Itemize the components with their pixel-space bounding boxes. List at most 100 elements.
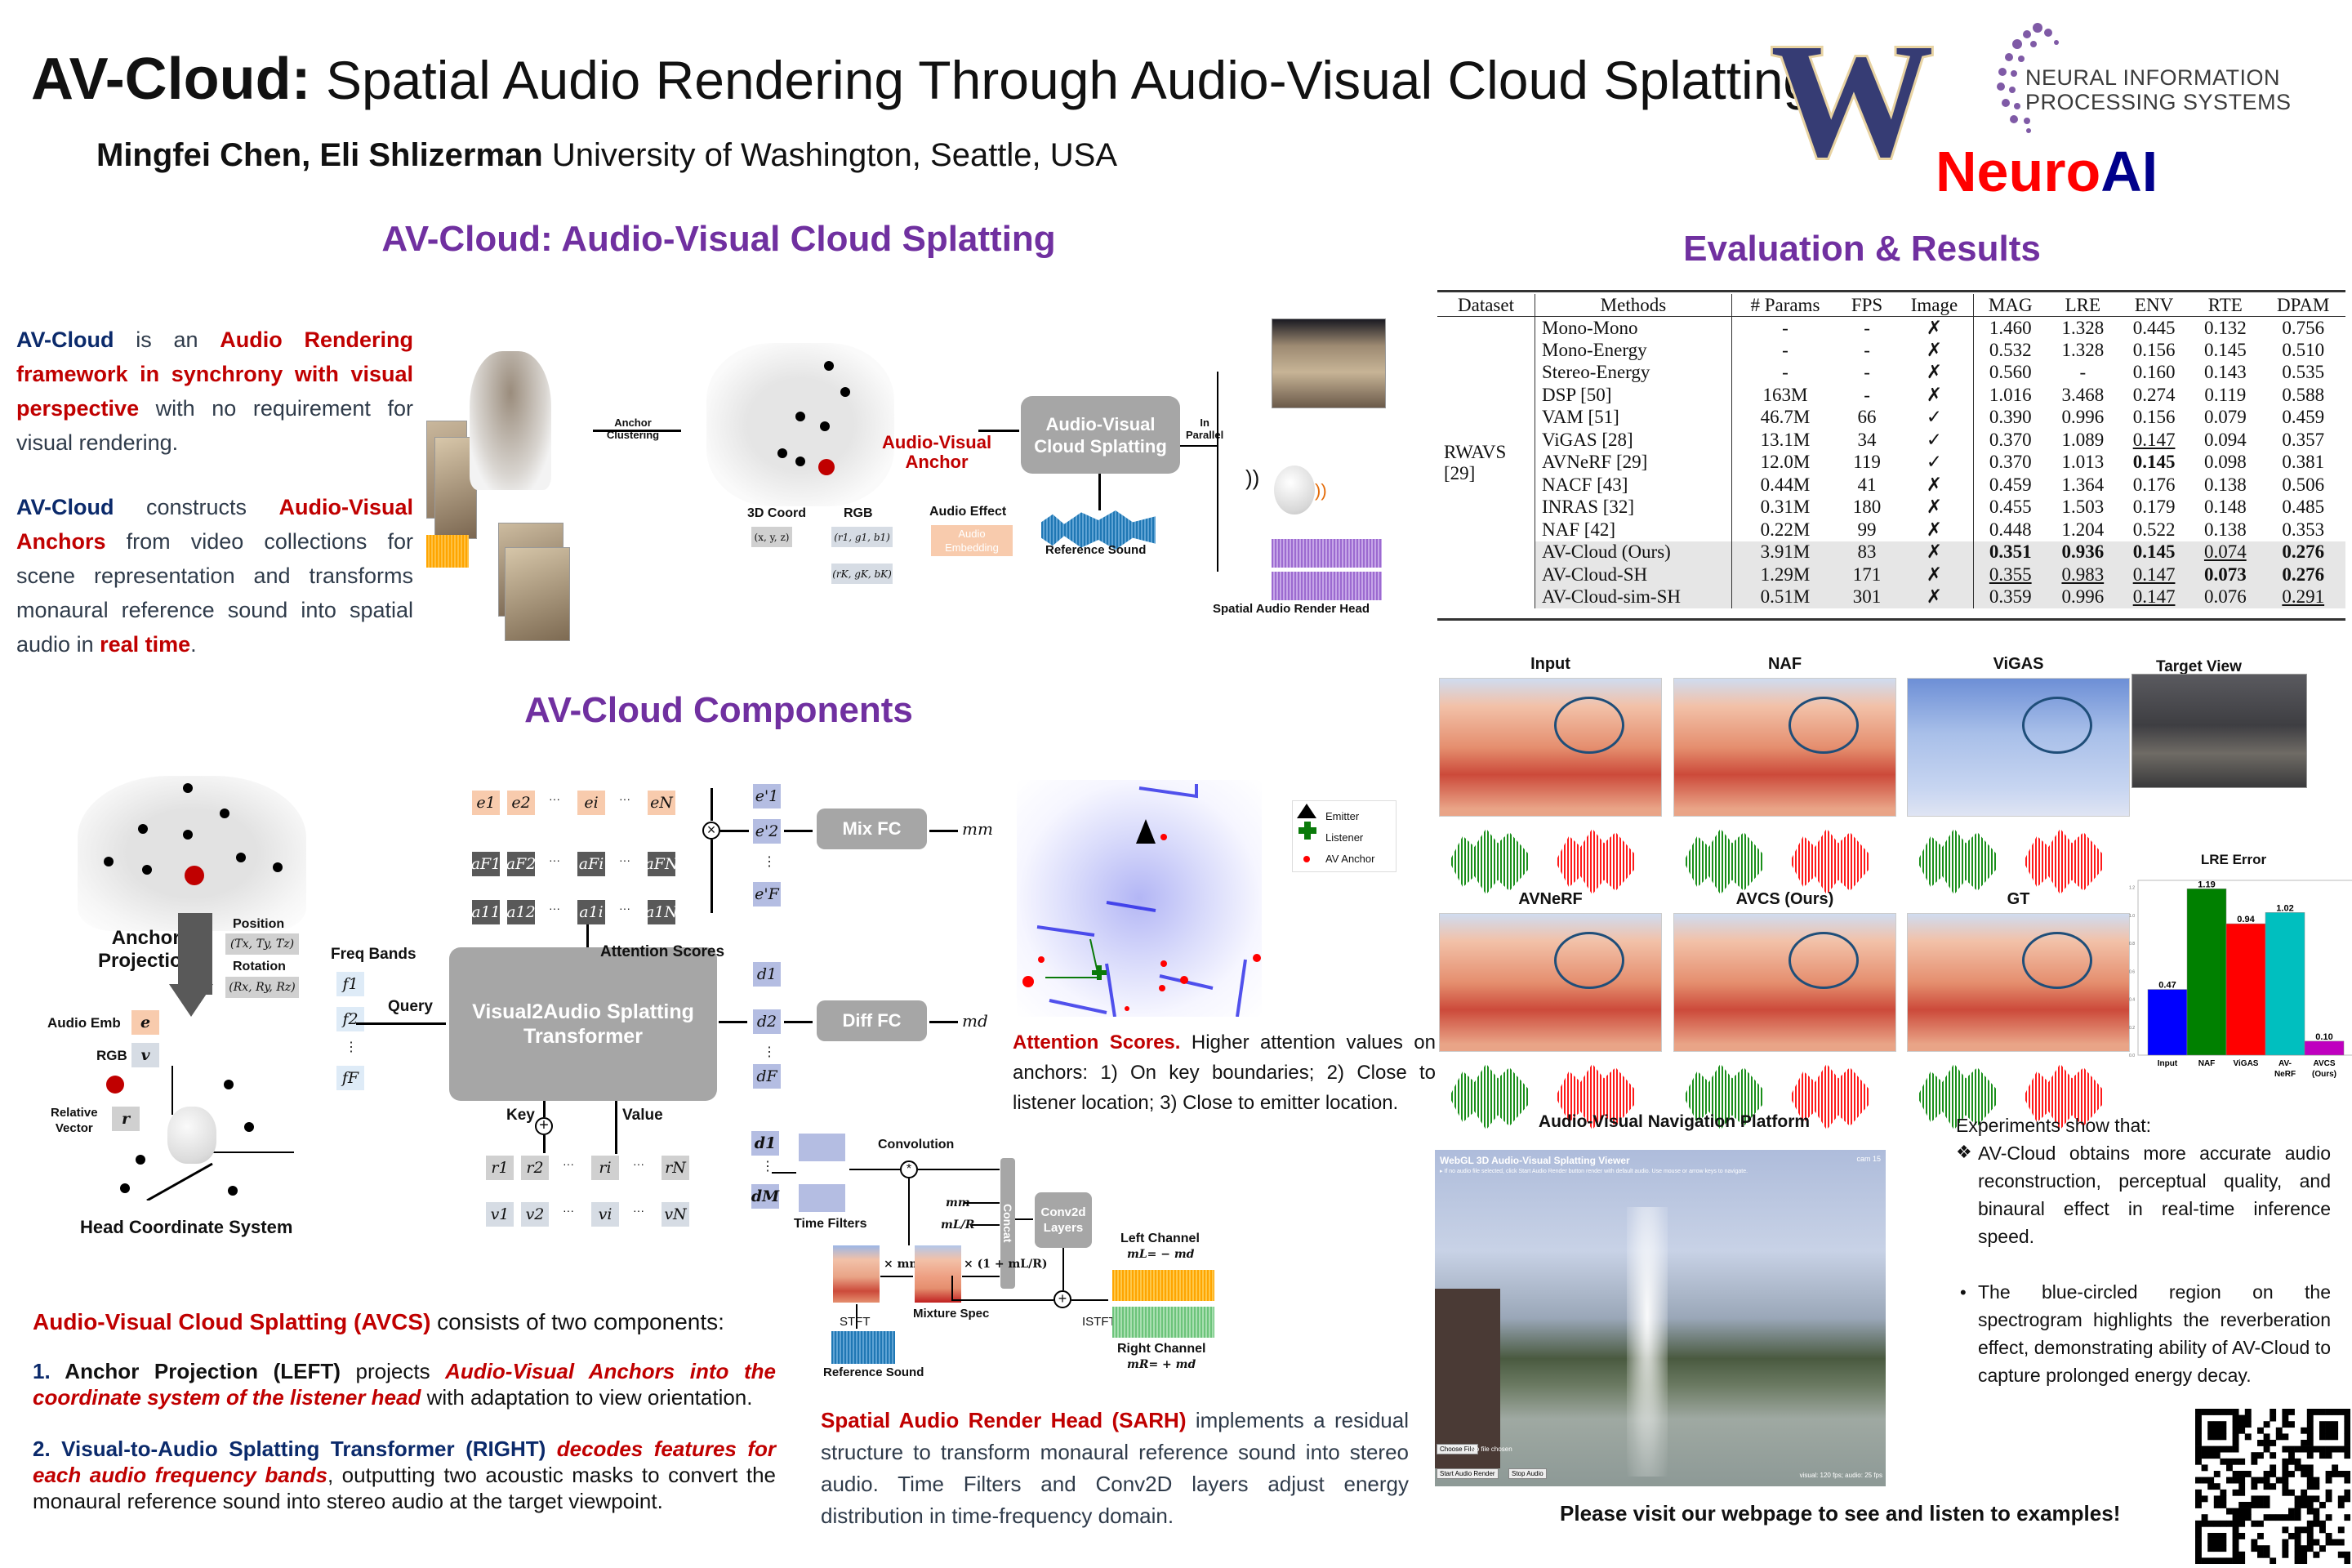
fps-cell: 180 (1852, 497, 1882, 518)
params-cell: 1.29M (1731, 564, 1839, 586)
attention-legend: Emitter Listener AV Anchor (1292, 800, 1396, 872)
env-cell: 0.274 (2132, 384, 2176, 405)
method-cell: INRAS [32] (1535, 496, 1732, 519)
mm-input: mm (946, 1196, 970, 1209)
neurips-dots-icon (1997, 23, 2059, 133)
freq-token: f1 (336, 972, 364, 996)
lre-bar-chart: 0.00.20.40.60.81.01.20.47Input1.19NAF0.9… (2129, 880, 2352, 1079)
dataset-cell: RWAVS [29] (1444, 441, 1507, 483)
time-filter-block (799, 1184, 845, 1212)
residual-arrow (951, 1299, 1054, 1301)
lre-cell: 1.204 (2061, 519, 2105, 540)
token: vi (591, 1202, 619, 1227)
env-cell: 0.160 (2132, 362, 2176, 383)
stop-audio-button[interactable]: Stop Audio (1508, 1468, 1547, 1479)
freq-token: f2 (336, 1007, 364, 1031)
dpam-cell: 0.510 (2282, 339, 2325, 360)
dpam-cell: 0.459 (2282, 407, 2325, 428)
convolution-label: Convolution (878, 1138, 955, 1152)
params-cell: 13.1M (1731, 429, 1839, 452)
webgl-viewer[interactable]: WebGL 3D Audio-Visual Splatting Viewer ▸… (1435, 1150, 1886, 1486)
column-header: RTE (2189, 294, 2261, 317)
navigation-title: Audio-Visual Navigation Platform (1538, 1112, 1811, 1131)
mult-out-arrow (720, 830, 749, 832)
right-channel-waveform (1112, 1307, 1214, 1338)
bar (2186, 889, 2227, 1056)
sound-wave-icon: )) (1315, 480, 1327, 501)
left-waveform (1919, 828, 1997, 895)
attention-caption: Attention Scores. Higher attention value… (1013, 1031, 1436, 1114)
purple-waveform-left (1272, 539, 1382, 568)
audio-emb-token: e (131, 1010, 159, 1035)
fps-cell: 119 (1853, 452, 1881, 473)
legend-emitter: Emitter (1325, 810, 1360, 822)
av-anchor-label: Audio-Visual Anchor (882, 432, 992, 472)
lre-cell: 0.936 (2047, 541, 2118, 564)
x-tick-label: AV- (2278, 1059, 2292, 1068)
method-cell: Mono-Energy (1535, 339, 1732, 362)
bar (2304, 1040, 2345, 1056)
spectrogram-title: NAF (1767, 655, 1802, 673)
dpam-cell: 0.353 (2282, 519, 2325, 540)
bar (2225, 923, 2266, 1056)
dpam-cell: 0.485 (2282, 497, 2325, 518)
rte-cell: 0.143 (2203, 362, 2247, 383)
sarh-d-token: d1 (751, 1131, 779, 1156)
image-cell: ✗ (1895, 541, 1974, 564)
arrow (929, 830, 958, 832)
lre-cell: 0.996 (2061, 407, 2105, 428)
token: eN (648, 791, 675, 815)
freq-token: fF (336, 1066, 364, 1090)
key-arrow (543, 1135, 546, 1153)
column-header: Dataset (1437, 294, 1535, 317)
right-waveform (1557, 1063, 1635, 1130)
bar-value-label: 0.47 (2158, 981, 2176, 991)
token: a11 (471, 900, 501, 924)
y-tick-label: 1.0 (2129, 914, 2135, 919)
anchor-dot (106, 1076, 124, 1094)
right-waveform (1792, 828, 1869, 895)
rgb-token: v (131, 1043, 159, 1067)
token: a12 (506, 900, 536, 924)
rotation-value: (Rx, Ry, Rz) (225, 977, 299, 998)
fps-cell: 99 (1857, 519, 1877, 540)
column-header: LRE (2047, 294, 2118, 317)
token: aF1 (471, 852, 501, 876)
token: a1N (645, 900, 678, 924)
anchor-points (777, 361, 850, 475)
building-left (1435, 1289, 1500, 1468)
column-header: MAG (1972, 294, 2047, 317)
reference-waveform (831, 1331, 895, 1364)
arrow (880, 1276, 913, 1277)
start-audio-render-button[interactable]: Start Audio Render (1437, 1468, 1499, 1479)
image-cell: ✗ (1926, 497, 1943, 518)
method-cell: AVNeRF [29] (1535, 451, 1732, 474)
token-ellipsis: ··· (633, 1157, 644, 1170)
column-header: ENV (2118, 294, 2190, 317)
method-cell: Stereo-Energy (1535, 361, 1732, 384)
arrow (1098, 474, 1101, 510)
fps-cell: - (1864, 384, 1870, 405)
neurips-logo-text: NEURAL INFORMATION PROCESSING SYSTEMS (2025, 65, 2292, 114)
token-ellipsis: ··· (563, 1157, 574, 1170)
reference-sound-label: Reference Sound (1045, 543, 1147, 557)
spectrogram (1439, 678, 1662, 817)
spectrogram (1673, 678, 1896, 817)
left-channel-waveform (1112, 1270, 1214, 1301)
relative-vector-label: Relative Vector (51, 1106, 98, 1135)
purple-waveform-right (1272, 572, 1382, 600)
token: e2 (507, 791, 535, 815)
projection-arrow-shaft (178, 913, 212, 995)
av-cloud-splatting-box: Audio-Visual Cloud Splatting (1021, 396, 1180, 474)
mag-cell: 0.459 (1972, 474, 2047, 497)
params-cell: 163M (1731, 384, 1839, 407)
qr-code-icon[interactable] (2195, 1409, 2350, 1564)
token-ellipsis: ··· (549, 902, 560, 915)
rte-cell: 0.138 (2203, 519, 2247, 540)
choose-file-button[interactable]: Choose File (1437, 1444, 1478, 1454)
token-ellipsis: ··· (619, 902, 630, 915)
left-waveform (1451, 1063, 1529, 1130)
token: v2 (521, 1202, 549, 1227)
sarh-d-ellipsis: ⋮ (761, 1160, 774, 1174)
